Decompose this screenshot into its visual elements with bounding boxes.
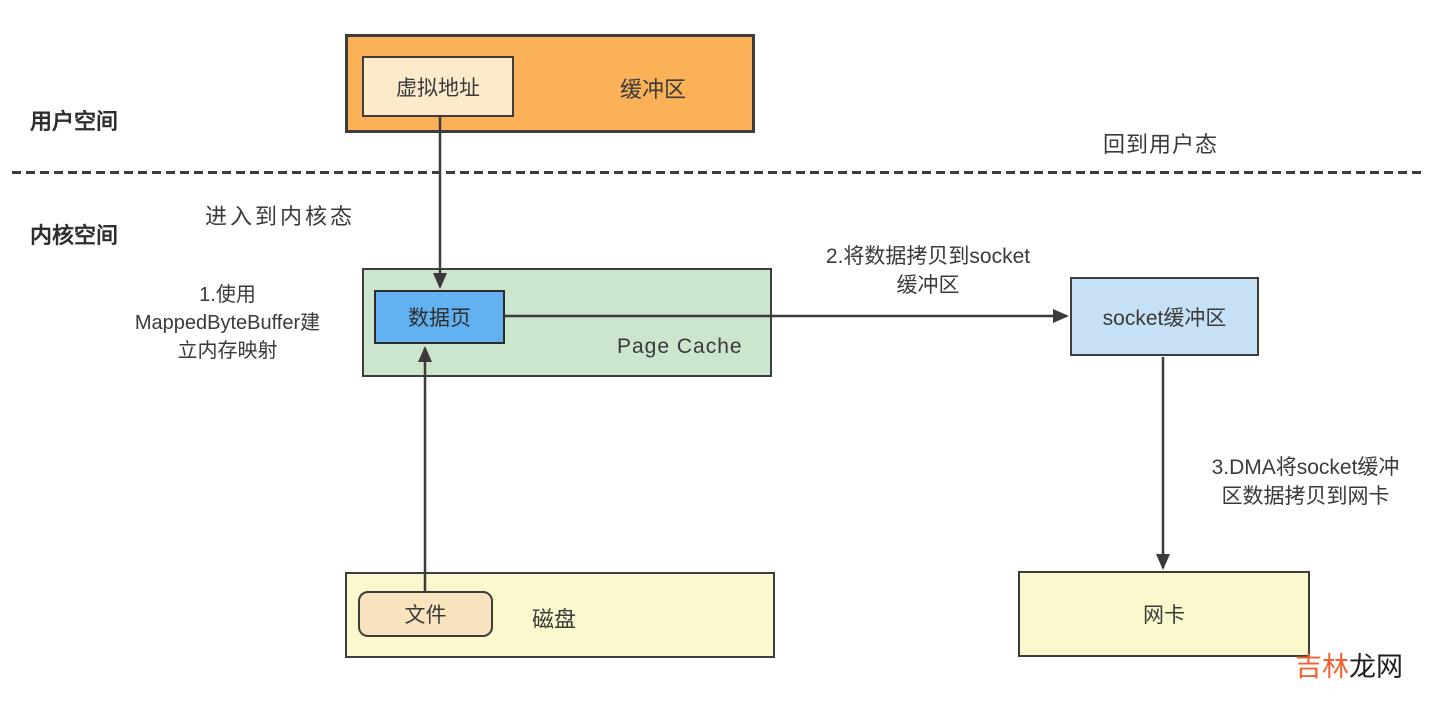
annotation-step1-line2: MappedByteBuffer建 <box>134 312 321 334</box>
annotation-step2-line2: 缓冲区 <box>896 274 960 297</box>
return-user-mode-label: 回到用户态 <box>1103 132 1219 157</box>
socket-buffer-label: socket缓冲区 <box>1102 306 1227 330</box>
annotation-step3: 3.DMA将socket缓冲 区数据拷贝到网卡 <box>1183 453 1428 511</box>
user-buffer-label: 缓冲区 <box>620 77 687 102</box>
annotation-step2: 2.将数据拷贝到socket 缓冲区 <box>798 242 1058 300</box>
data-page-label: 数据页 <box>408 307 471 330</box>
kernel-space-label: 内核空间 <box>30 223 119 248</box>
watermark-part1: 吉林 <box>1295 652 1349 682</box>
virtual-address-label: 虚拟地址 <box>396 76 480 100</box>
file-box: 文件 <box>358 591 493 637</box>
network-card-box: 网卡 <box>1018 571 1310 657</box>
disk-label: 磁盘 <box>532 607 577 632</box>
annotation-step3-line1: 3.DMA将socket缓冲 <box>1211 456 1400 479</box>
virtual-address-box: 虚拟地址 <box>362 56 514 117</box>
enter-kernel-mode-label: 进入到内核态 <box>205 204 356 229</box>
annotation-step2-line1: 2.将数据拷贝到socket <box>825 245 1031 268</box>
user-space-label: 用户空间 <box>30 109 119 134</box>
page-cache-label: Page Cache <box>617 335 743 358</box>
annotation-step1-line1: 1.使用 <box>199 284 256 306</box>
annotation-step3-line2: 区数据拷贝到网卡 <box>1221 485 1390 508</box>
watermark: 吉林龙网 <box>1295 645 1403 684</box>
network-card-label: 网卡 <box>1143 604 1185 627</box>
annotation-step1: 1.使用 MappedByteBuffer建 立内存映射 <box>100 281 355 365</box>
watermark-part2: 龙网 <box>1349 652 1403 682</box>
file-label: 文件 <box>404 604 447 627</box>
data-page-box: 数据页 <box>374 290 505 344</box>
annotation-step1-line3: 立内存映射 <box>177 340 278 362</box>
user-kernel-divider <box>12 171 1424 174</box>
socket-buffer-box: socket缓冲区 <box>1070 277 1259 356</box>
